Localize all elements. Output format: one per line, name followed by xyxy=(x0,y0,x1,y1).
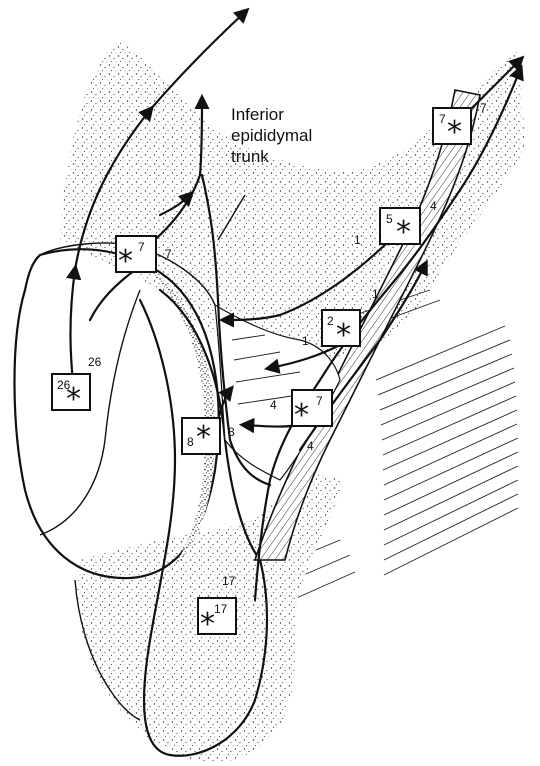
marker-box-5: 5 * xyxy=(380,208,420,250)
svg-text:7: 7 xyxy=(316,394,323,408)
marker-box-7-middle: 7 * xyxy=(292,390,332,433)
svg-text:7: 7 xyxy=(138,240,145,254)
vessel-label-26: 26 xyxy=(88,355,102,369)
svg-text:*: * xyxy=(196,420,211,455)
marker-box-8: 8 * xyxy=(182,418,220,455)
callout-label-line1: Inferior xyxy=(231,105,284,124)
svg-text:*: * xyxy=(66,382,81,417)
vessel-label-4-top: 4 xyxy=(430,199,437,213)
vessel-label-1-b: 1 xyxy=(372,287,379,301)
vessel-label-1-a: 1 xyxy=(354,233,361,247)
testis xyxy=(14,249,218,578)
svg-text:8: 8 xyxy=(187,435,194,449)
svg-text:5: 5 xyxy=(386,212,393,226)
marker-box-26: 26 * xyxy=(52,374,90,417)
callout-label-line2: epididymal xyxy=(231,126,312,145)
vessel-label-8: 8 xyxy=(228,425,235,439)
upper-fat-tissue xyxy=(60,40,525,360)
marker-box-7-left: 7 * xyxy=(116,236,156,279)
vessel-label-7-left: 7 xyxy=(165,247,172,261)
svg-text:*: * xyxy=(336,318,351,353)
vessel-label-4-low: 4 xyxy=(307,439,314,453)
svg-text:*: * xyxy=(118,244,133,279)
svg-text:*: * xyxy=(396,215,411,250)
svg-text:*: * xyxy=(294,398,309,433)
marker-box-7-top-right: 7 * xyxy=(433,108,471,150)
vessel-label-17: 17 xyxy=(222,574,236,588)
vessel-label-1-c: 1 xyxy=(302,334,309,348)
marker-box-2: 2 * xyxy=(322,310,360,353)
svg-text:7: 7 xyxy=(439,112,446,126)
testis-inner-edge xyxy=(40,290,140,535)
svg-text:*: * xyxy=(200,607,215,642)
svg-text:*: * xyxy=(447,115,462,150)
svg-text:17: 17 xyxy=(214,602,228,616)
vessel-label-4-mid: 4 xyxy=(270,398,277,412)
callout-label-line3: trunk xyxy=(231,147,269,166)
vessel-label-7-top: 7 xyxy=(480,101,487,115)
svg-text:2: 2 xyxy=(327,314,334,328)
